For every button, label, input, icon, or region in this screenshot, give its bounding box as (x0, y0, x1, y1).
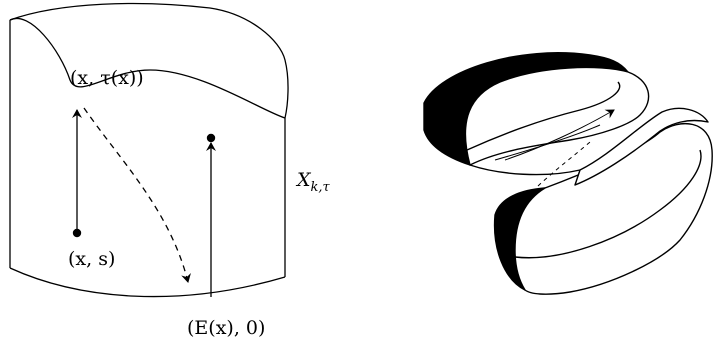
point-x-s (72, 228, 82, 238)
lower-band-face (514, 122, 713, 295)
band-flow-line (504, 109, 615, 161)
lower-band-inner-edge (514, 149, 702, 259)
band-dashed-trail (537, 141, 591, 187)
label-E-x-0: (E(x), 0) (187, 317, 265, 339)
label-space-X: Xk,τ (295, 169, 331, 195)
band-flow-arrow (504, 109, 615, 187)
upper-band-stripe (494, 124, 601, 161)
point-interior (206, 133, 216, 143)
return-map-dashed-arrow (83, 107, 191, 283)
bottom-edge-curve (9, 267, 286, 298)
top-surface-back-curve (9, 2, 289, 119)
twisted-band-figure (423, 52, 713, 295)
top-surface-curve (9, 17, 286, 119)
label-space-X-main: X (295, 169, 312, 191)
upper-band-inner-edge (466, 81, 621, 151)
label-x-tau-x: (x, τ(x)) (70, 67, 144, 89)
label-space-X-subscript: k,τ (311, 180, 331, 195)
label-x-s: (x, s) (68, 248, 115, 270)
upper-lower-connection (574, 107, 709, 186)
mapping-solid-figure (9, 2, 289, 298)
